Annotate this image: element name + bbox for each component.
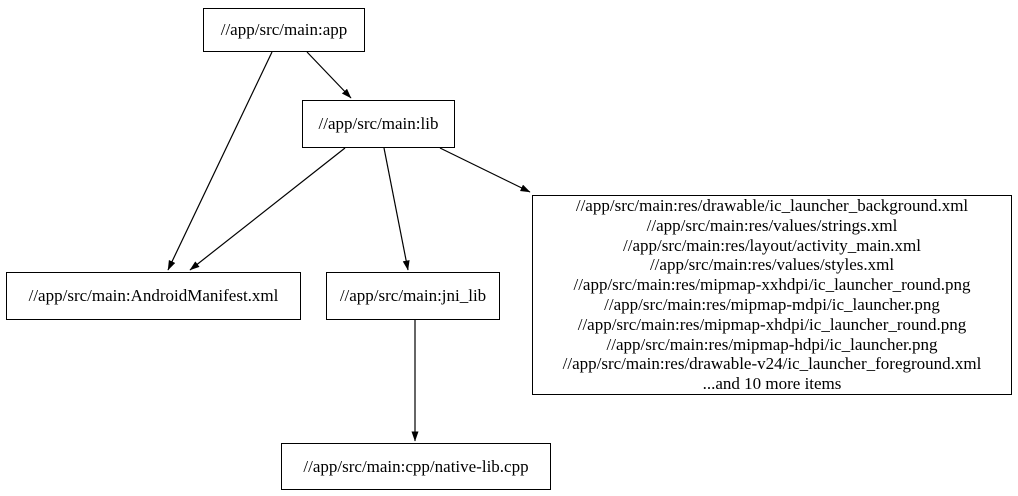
node-androidmanifest: //app/src/main:AndroidManifest.xml (6, 272, 301, 320)
edge-lib-to-res-group (439, 147, 531, 193)
edge-app-to-androidmanifest (167, 51, 273, 271)
node-native-lib-cpp: //app/src/main:cpp/native-lib.cpp (281, 443, 551, 490)
edge-app-to-lib (306, 51, 352, 99)
node-androidmanifest-label: //app/src/main:AndroidManifest.xml (28, 286, 279, 305)
res-group-line: //app/src/main:res/mipmap-xxhdpi/ic_laun… (573, 275, 971, 295)
node-jni-lib: //app/src/main:jni_lib (326, 272, 500, 320)
node-jni-lib-label: //app/src/main:jni_lib (339, 286, 487, 305)
res-group-line: //app/src/main:res/mipmap-hdpi/ic_launch… (606, 334, 938, 354)
res-group-line-more: ...and 10 more items (702, 374, 842, 394)
node-app-label: //app/src/main:app (220, 20, 348, 39)
res-group-line: //app/src/main:res/values/styles.xml (649, 255, 895, 275)
node-lib-label: //app/src/main:lib (318, 114, 439, 133)
edge-lib-to-jni-lib (383, 147, 410, 271)
res-group-line: //app/src/main:res/mipmap-mdpi/ic_launch… (604, 295, 940, 314)
res-group-line: //app/src/main:res/mipmap-xhdpi/ic_launc… (577, 314, 967, 334)
res-group-line: //app/src/main:res/drawable/ic_launcher_… (575, 196, 969, 216)
node-app: //app/src/main:app (203, 8, 365, 52)
node-native-lib-cpp-label: //app/src/main:cpp/native-lib.cpp (303, 456, 529, 476)
res-group-line: //app/src/main:res/layout/activity_main.… (623, 235, 921, 255)
node-res-group: //app/src/main:res/drawable/ic_launcher_… (532, 195, 1012, 395)
node-lib: //app/src/main:lib (302, 100, 455, 148)
edge-lib-to-androidmanifest (189, 147, 346, 271)
res-group-line: //app/src/main:res/drawable-v24/ic_launc… (562, 354, 982, 374)
res-group-line: //app/src/main:res/values/strings.xml (646, 215, 898, 235)
